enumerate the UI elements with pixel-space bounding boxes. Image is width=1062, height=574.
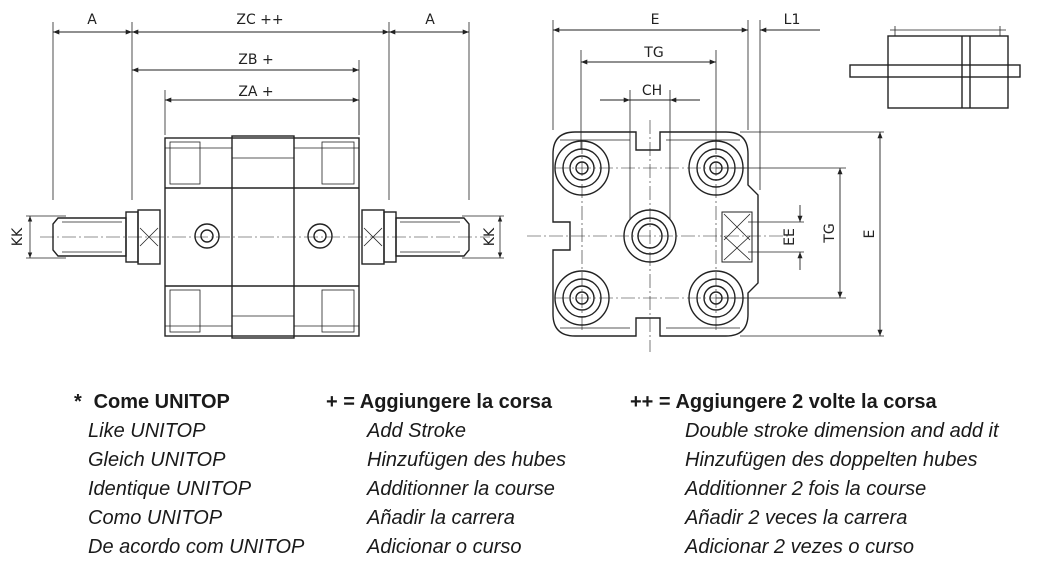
dim-ee: EE	[782, 228, 798, 246]
dim-tg-top: TG	[643, 45, 663, 61]
schematic-thumbnail	[849, 26, 1021, 109]
legend-translation: Adicionar 2 vezes o curso	[685, 536, 915, 558]
legend-translation: Hinzufügen des doppelten hubes	[685, 449, 978, 471]
legend-translation: De acordo com UNITOP	[88, 536, 305, 558]
legend-mark: *	[74, 391, 82, 413]
legend-add-stroke: + = Aggiungere la corsa Add Stroke Hinzu…	[326, 388, 566, 562]
dim-a-left: A	[87, 12, 97, 28]
legend-translation: Adicionar o curso	[367, 536, 522, 558]
dim-zb: ZB +	[238, 52, 273, 68]
end-view	[527, 20, 884, 352]
legend-mark: + =	[326, 391, 355, 413]
dim-l1: L1	[784, 12, 801, 28]
legend-translation: Como UNITOP	[88, 507, 223, 529]
dim-a-right: A	[425, 12, 435, 28]
legend-unitop: * Come UNITOP Like UNITOP Gleich UNITOP …	[74, 388, 304, 562]
legend-translation: Double stroke dimension and add it	[685, 420, 999, 442]
legend-translation: Gleich UNITOP	[88, 449, 226, 471]
legend-translation: Identique UNITOP	[88, 478, 252, 500]
technical-drawing: A ZC ++ A ZB + ZA + KK KK E L1 TG CH EE …	[10, 12, 1021, 352]
legend-translation: Hinzufügen des hubes	[367, 449, 567, 471]
legend-title: Come UNITOP	[93, 391, 230, 413]
dim-tg-side: TG	[822, 223, 838, 243]
dim-e-side: E	[862, 230, 878, 239]
legend-translation: Add Stroke	[367, 420, 466, 442]
dim-e-top: E	[651, 12, 660, 28]
legend-title: Aggiungere 2 volte la corsa	[675, 391, 937, 413]
dim-kk-right: KK	[482, 227, 498, 246]
legend-mark: ++ =	[630, 391, 671, 413]
legend-translation: Additionner la course	[367, 478, 555, 500]
legend-translation: Añadir 2 veces la carrera	[685, 507, 908, 529]
legend-translation: Additionner 2 fois la course	[685, 478, 927, 500]
legend-translation: Añadir la carrera	[367, 507, 515, 529]
dim-zc: ZC ++	[236, 12, 283, 28]
legend-title: Aggiungere la corsa	[359, 391, 553, 413]
legend-translation: Like UNITOP	[88, 420, 206, 442]
dim-za: ZA +	[238, 84, 273, 100]
legend-add-double-stroke: ++ = Aggiungere 2 volte la corsa Double …	[630, 388, 999, 562]
dim-kk-left: KK	[10, 227, 26, 246]
side-view	[26, 22, 504, 339]
dim-ch: CH	[642, 83, 662, 99]
